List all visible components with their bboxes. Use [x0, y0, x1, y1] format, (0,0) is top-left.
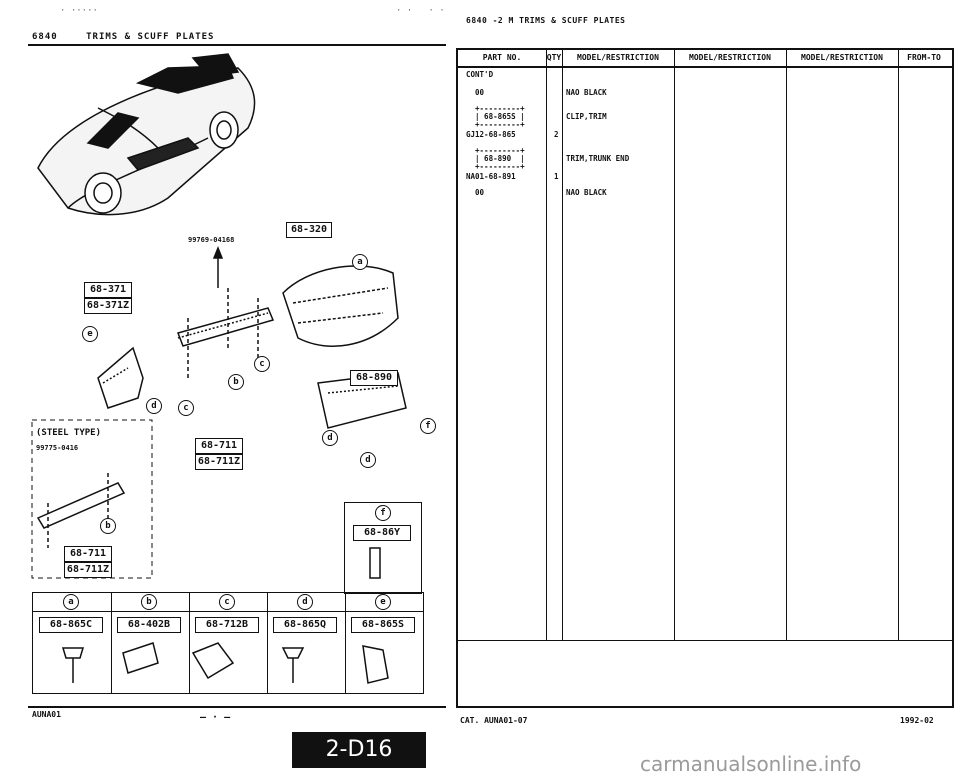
grid-letter-b: b [141, 594, 157, 610]
marker-d-2: d [322, 430, 338, 446]
grid-code-a: 68-865C [39, 617, 103, 633]
parts-diagram [31, 53, 407, 684]
parts-table: PART NO. QTY MODEL/RESTRICTION MODEL/RES… [456, 48, 954, 708]
grid-letter-d: d [297, 594, 313, 610]
col-divider [562, 50, 563, 640]
side-box-f: f 68-86Y [344, 502, 422, 594]
row-part: 00 [466, 88, 485, 97]
row-model: NAO BLACK [566, 188, 607, 197]
side-box-letter: f [375, 505, 391, 521]
grid-code-c: 68-712B [195, 617, 259, 633]
row-model: NAO BLACK [566, 88, 607, 97]
marker-b-steel: b [100, 518, 116, 534]
marker-f: f [420, 418, 436, 434]
section-header: 6840 TRIMS & SCUFF PLATES [32, 32, 214, 42]
grid-letter-c: c [219, 594, 235, 610]
trunk-trim [282, 265, 399, 347]
row-part: +---------+ [466, 104, 525, 113]
steel-scuff-plate [36, 473, 126, 548]
car-illustration [37, 53, 256, 216]
grid-code-d: 68-865Q [273, 617, 337, 633]
col-divider [898, 50, 899, 640]
grid-letter-a: a [63, 594, 79, 610]
marker-d: d [146, 398, 162, 414]
callout-68-890: 68-890 [350, 370, 398, 386]
page-number: 2-D16 [292, 732, 426, 768]
row-model: CLIP,TRIM [566, 112, 607, 121]
catalog-date: 1992-02 [900, 716, 934, 725]
side-box-code: 68-86Y [353, 525, 411, 541]
grid-code-b: 68-402B [117, 617, 181, 633]
steel-type-label: (STEEL TYPE) [36, 428, 102, 438]
col-divider [786, 50, 787, 640]
callout-68-711-steel: 68-711 [64, 546, 112, 562]
watermark: carmanualsonline.info [640, 752, 862, 776]
fastener-icons [61, 547, 389, 684]
table-bottom-divider [458, 640, 952, 641]
col-divider [674, 50, 675, 640]
callout-68-711-upper: 68-711 [195, 438, 243, 454]
table-title: 6840 -2 M TRIMS & SCUFF PLATES [466, 16, 626, 25]
callout-68-371: 68-371 [84, 282, 132, 298]
row-part: | 68-865S | [466, 112, 525, 121]
row-qty: 2 [554, 130, 559, 139]
callout-68-371z: 68-371Z [84, 298, 132, 314]
callout-68-711z-steel: 68-711Z [64, 562, 112, 578]
section-code: 6840 [32, 32, 58, 42]
col-model-1: MODEL/RESTRICTION [577, 53, 659, 62]
row-part: CONT'D [466, 70, 494, 79]
grid-col-divider [189, 593, 190, 693]
row-model: TRIM,TRUNK END [566, 154, 630, 163]
callout-68-711z-upper: 68-711Z [195, 454, 243, 470]
scuff-plate-upper [177, 245, 275, 378]
grid-col-divider [345, 593, 346, 693]
grid-col-divider [111, 593, 112, 693]
steel-bolt-part-number: 99775-0416 [36, 444, 79, 452]
grid-code-e: 68-865S [351, 617, 415, 633]
col-qty: QTY [546, 53, 562, 62]
grid-row-divider [33, 611, 423, 612]
marker-a: a [352, 254, 368, 270]
table-header: PART NO. QTY MODEL/RESTRICTION MODEL/RES… [458, 50, 952, 68]
fastener-grid: a b c d e 68-865C 68-402B 68-712B 68-865… [32, 592, 424, 694]
row-part: 00 [466, 188, 485, 197]
catalog-number: CAT. AUNA01-07 [460, 716, 528, 725]
footer-code: AUNA01 [32, 710, 61, 719]
footer-rule [28, 706, 446, 708]
col-from-to: FROM-TO [907, 53, 941, 62]
footer-dashes: — · — [200, 712, 231, 723]
marker-c: c [254, 356, 270, 372]
steel-type-box [31, 419, 153, 579]
grid-letter-e: e [375, 594, 391, 610]
row-part: +---------+ [466, 146, 525, 155]
section-title: TRIMS & SCUFF PLATES [86, 32, 215, 42]
trim-panel-left [97, 346, 144, 409]
header-rule [28, 44, 446, 46]
marker-e: e [82, 326, 98, 342]
row-part: NA01-68-891 [466, 172, 516, 181]
col-divider [546, 50, 547, 640]
col-part-no: PART NO. [482, 53, 522, 62]
marker-c-2: c [178, 400, 194, 416]
marker-b: b [228, 374, 244, 390]
scan-noise: · ····· · · · · [60, 6, 445, 16]
row-part: +---------+ [466, 162, 525, 171]
row-part: +---------+ [466, 120, 525, 129]
bolt-part-number: 99769-04168 [188, 236, 235, 244]
col-model-3: MODEL/RESTRICTION [801, 53, 883, 62]
footer-rule-right [456, 706, 950, 707]
marker-d-3: d [360, 452, 376, 468]
col-model-2: MODEL/RESTRICTION [689, 53, 771, 62]
row-part: | 68-890 | [466, 154, 525, 163]
callout-68-320: 68-320 [286, 222, 332, 238]
row-part: GJ12-68-865 [466, 130, 516, 139]
row-qty: 1 [554, 172, 559, 181]
grid-col-divider [267, 593, 268, 693]
